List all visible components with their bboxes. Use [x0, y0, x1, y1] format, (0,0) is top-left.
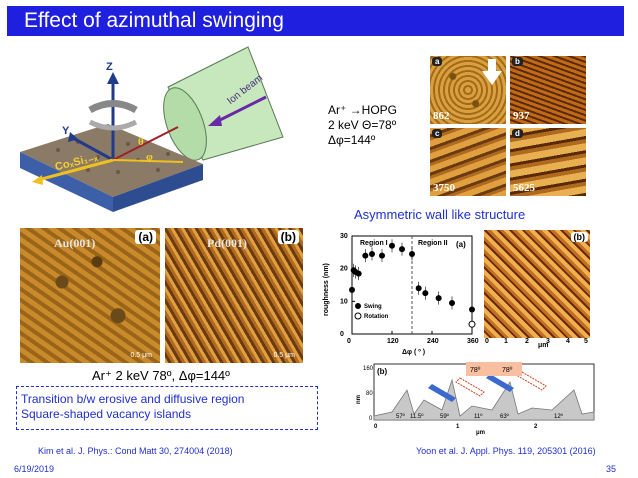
rotation-point: [468, 320, 476, 328]
angle-theta-label: θ: [138, 136, 144, 148]
y-tick-label: 10: [340, 298, 348, 305]
beam-arrow-blue-2: [486, 374, 514, 392]
note-line-1: Transition b/w erosive and diffusive reg…: [21, 392, 245, 406]
reference-right: Yoon et al. J. Appl. Phys. 119, 205301 (…: [416, 446, 596, 456]
slide-date: 6/19/2019: [14, 464, 55, 474]
note-line-2: Square-shaped vacancy islands: [21, 407, 192, 421]
profile-angle-3: 59º: [440, 413, 450, 420]
legend-rotation-label: Rotation: [364, 314, 389, 320]
down-arrow-icon: [482, 59, 502, 85]
profile-angle-6: 12º: [554, 413, 564, 420]
au001-scale: 0.5 μm: [130, 352, 152, 359]
slide-page-number: 35: [606, 464, 617, 474]
chart-region-1: Region I: [360, 240, 388, 247]
angle-phi-label: φ: [146, 151, 153, 163]
swing-point: [369, 250, 375, 257]
hopg-line-3: Δφ=144º: [328, 133, 376, 147]
hopg-conditions: Ar⁺ →HOPG 2 keV Θ=78º Δφ=144º: [328, 103, 397, 148]
swing-point: [349, 286, 355, 293]
beam-arrow-red-1: [455, 377, 485, 397]
profile-ytick-0: 0: [369, 416, 373, 422]
hopg-panel-d: d 5625: [510, 128, 586, 196]
chart-ylabel: roughness (nm): [323, 263, 330, 316]
y-tick-label: 20: [340, 266, 348, 273]
swing-point: [379, 252, 385, 259]
afm-right-axis: 0 1 2 3 4 5 μm: [485, 338, 588, 349]
swing-point: [435, 295, 442, 302]
profile-ytick-160: 160: [363, 366, 374, 372]
roughness-chart: 0 120 240 360 0 10 20 30 roughness (nm) Δφ ( º …: [323, 233, 479, 356]
afm-image-au001: Au(001) (a) 0.5 μm: [20, 228, 160, 363]
profile-top-angle-1: 78º: [470, 367, 481, 374]
x-tick-label: 360: [467, 338, 479, 345]
swing-point: [362, 252, 369, 259]
axis-y-label: Y: [62, 125, 70, 137]
x-tick-label: 120: [387, 338, 399, 345]
profile-angle-2: 11.5º: [410, 413, 424, 420]
swing-point: [409, 250, 415, 257]
profile-ytick-80: 80: [366, 391, 373, 397]
x-tick-label: 0: [347, 338, 351, 345]
axis-x-label: X: [32, 185, 40, 197]
pd001-letter: (b): [277, 230, 299, 244]
afm-caption: Ar⁺ 2 keV 78º, Δφ=144º: [92, 368, 230, 383]
swing-point: [389, 242, 395, 249]
profile-xtick-0: 0: [374, 424, 378, 430]
y-tick-label: 30: [340, 233, 348, 240]
hopg-line-1: Ar⁺ →HOPG: [328, 103, 398, 117]
reference-left: Kim et al. J. Phys.: Cond Matt 30, 27400…: [38, 446, 233, 456]
au001-letter: (a): [135, 230, 156, 244]
profile-angle-4: 11º: [474, 413, 483, 420]
profile-top-angle-2: 78º: [502, 367, 513, 374]
hopg-panel-a: a 862: [430, 56, 506, 124]
profile-curve: [373, 378, 595, 421]
legend-swing-marker: [355, 303, 361, 309]
afm-right-letter: (b): [570, 232, 588, 242]
chart-region-2: Region II: [418, 240, 448, 247]
hopg-line-2: 2 keV Θ=78º: [328, 118, 397, 132]
beam-arrow: [215, 95, 267, 124]
x-tick-label: 240: [427, 338, 439, 345]
legend-rotation-marker: [354, 312, 362, 320]
height-profile-panel: 78º 78º (b) nm 160 80 0 57º 11.5º 59º 11…: [356, 362, 595, 436]
profile-letter: (b): [377, 367, 388, 376]
afm-image-asymmetric: (b): [484, 230, 590, 338]
profile-angle-5: 63º: [500, 413, 510, 420]
asym-title: Asymmetric wall like structure: [354, 207, 526, 222]
ion-beam-schematic: Ion beam Z Y X CoₓSi₁₋ₓ θ φ: [20, 46, 284, 212]
legend-swing-label: Swing: [364, 304, 382, 310]
profile-ylabel: nm: [356, 395, 362, 404]
chart-panel-letter: (a): [456, 240, 466, 249]
profile-angle-1: 57º: [396, 413, 406, 420]
hopg-panel-b: b 937: [510, 56, 586, 124]
axis-z-label: Z: [106, 61, 113, 73]
swing-point: [355, 270, 362, 277]
swing-point: [415, 285, 422, 292]
au001-label: Au(001): [54, 236, 96, 250]
swing-point: [449, 299, 455, 306]
chart-xlabel: Δφ ( º ): [402, 349, 425, 356]
afm-image-pd001: Pd(001) (b) 0.5 μm: [165, 228, 303, 363]
profile-xtick-2: 2: [534, 424, 538, 430]
profile-xtick-1: 1: [456, 424, 460, 430]
profile-xlabel: μm: [476, 430, 485, 436]
pd001-scale: 0.5 μm: [273, 352, 295, 359]
beam-arrow-blue-1: [428, 384, 456, 402]
y-tick-label: 0: [340, 331, 344, 338]
slide-title: Effect of azimuthal swinging: [7, 6, 624, 36]
hopg-panel-c: c 3750: [430, 128, 506, 196]
pd001-label: Pd(001): [207, 236, 247, 250]
note-box: Transition b/w erosive and diffusive reg…: [16, 386, 318, 430]
swing-point: [399, 246, 405, 253]
swing-point: [422, 290, 429, 297]
swing-point: [469, 306, 475, 313]
